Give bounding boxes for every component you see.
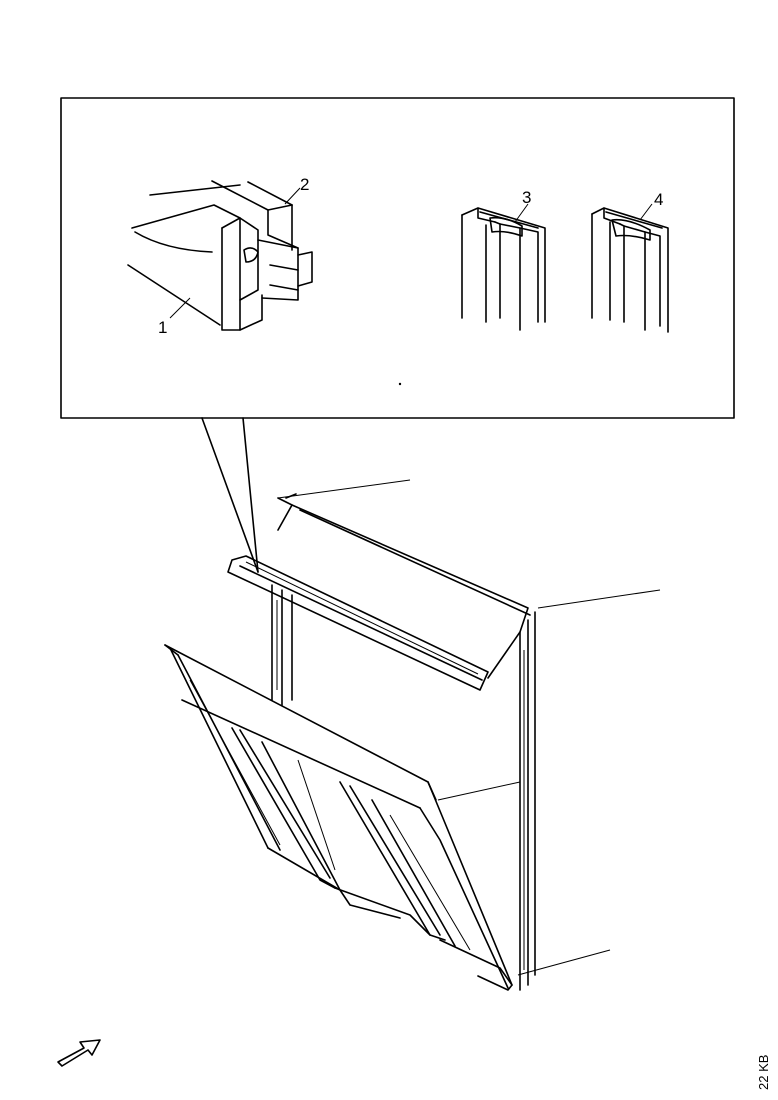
channel-profile-4	[591, 203, 669, 333]
inset-frame	[60, 97, 735, 419]
callout-1: 1	[158, 318, 167, 337]
arrow-outline-icon	[57, 1039, 101, 1067]
callout-4: 4	[654, 190, 663, 209]
rail-clip-detail	[127, 180, 313, 331]
callout-3: 3	[522, 188, 531, 207]
document-id: 22 KB	[756, 1055, 771, 1090]
cabinet-assembly	[164, 479, 661, 991]
detail-inset: 2 1 3 4	[60, 97, 735, 419]
speck	[398, 382, 402, 386]
callout-2: 2	[300, 175, 309, 194]
channel-profile-3	[461, 203, 546, 331]
inset-pointer	[201, 417, 259, 573]
